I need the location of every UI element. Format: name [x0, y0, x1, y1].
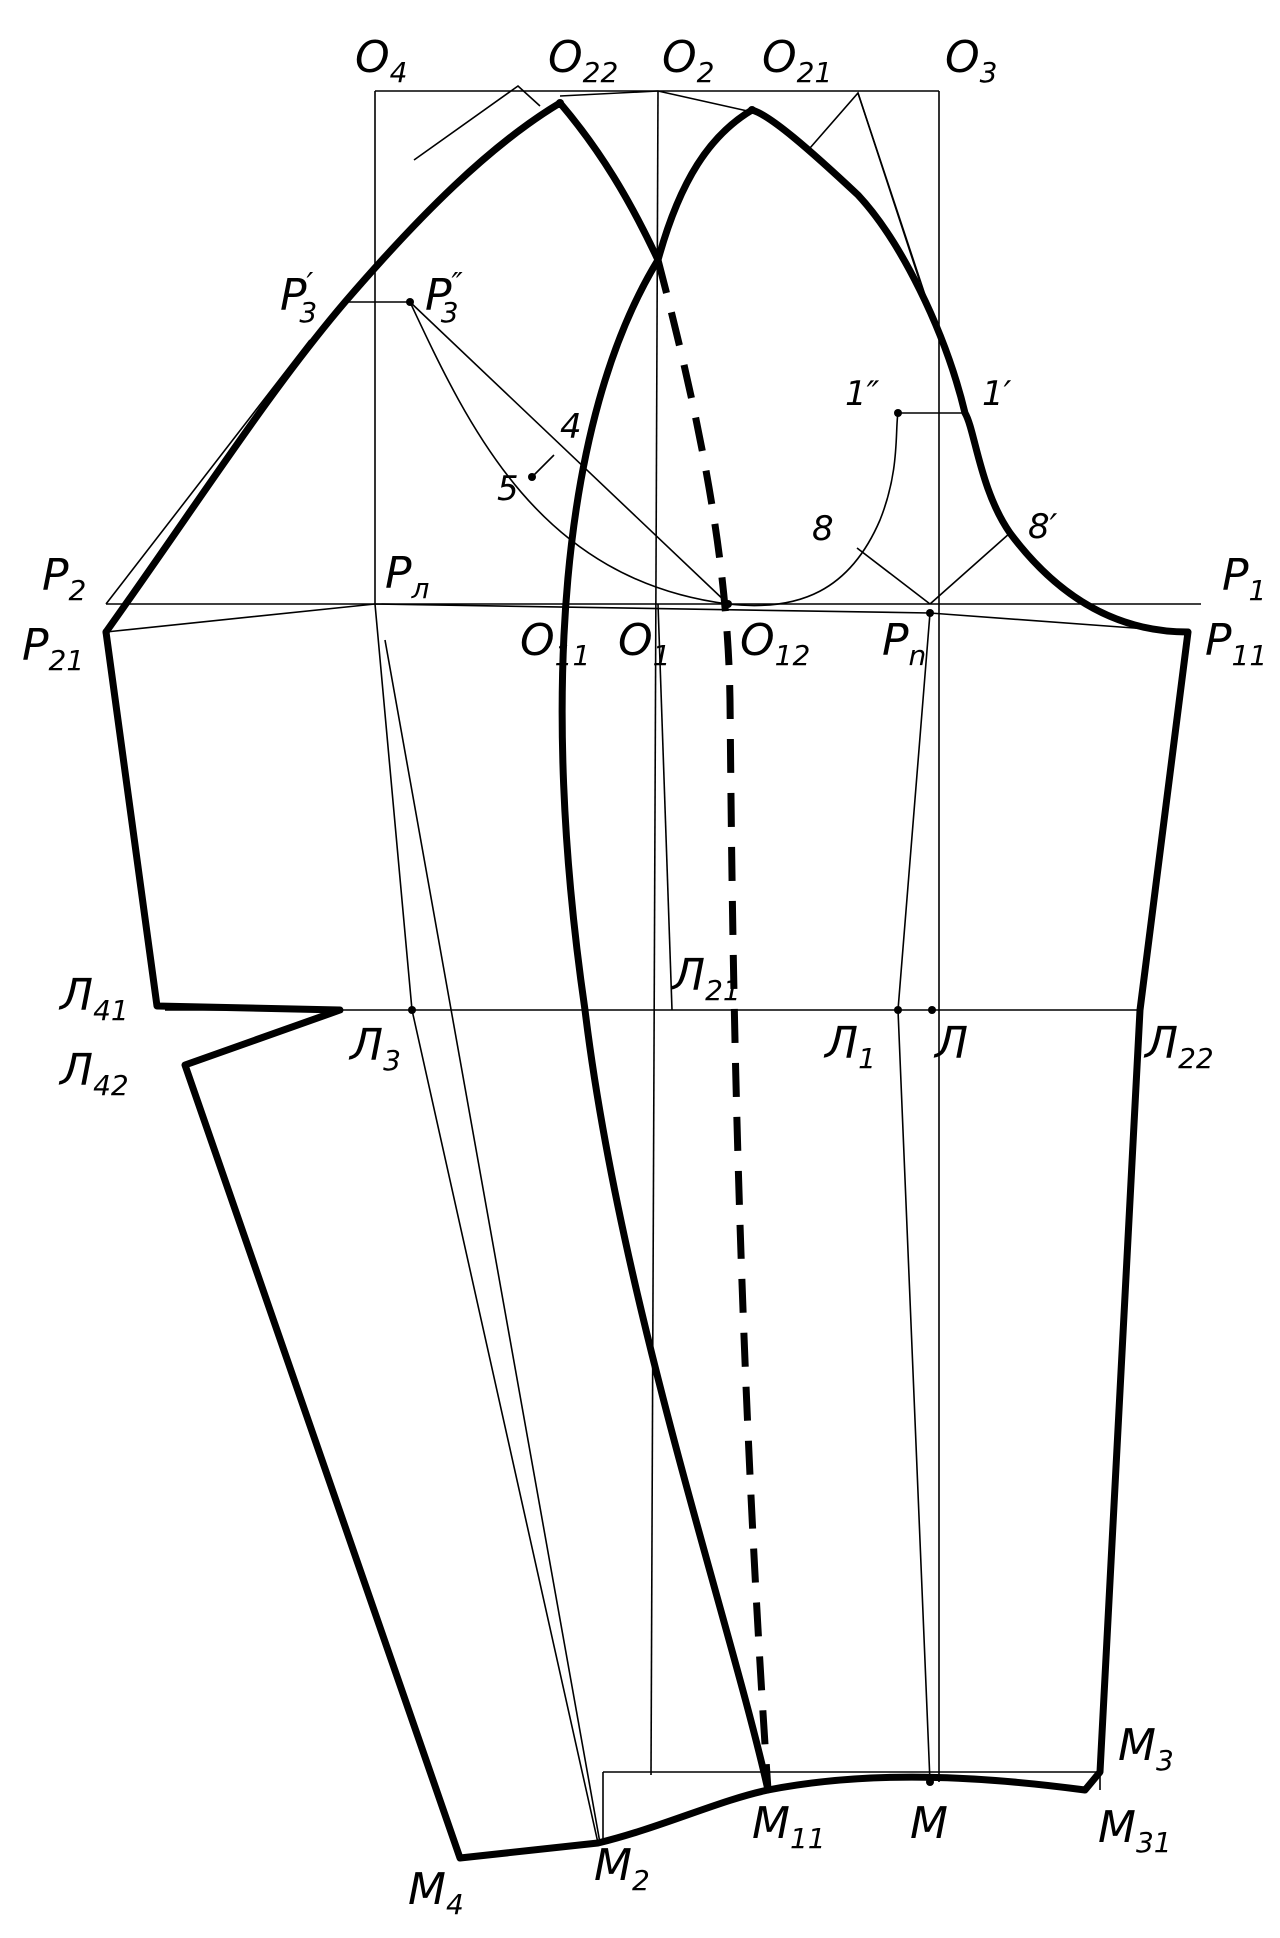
label-l: Л: [933, 1018, 968, 1069]
label-o21: O21: [762, 32, 832, 89]
label-o22: O22: [548, 32, 618, 89]
label-m: M: [910, 1798, 948, 1849]
label-m3: M3: [1118, 1720, 1174, 1777]
line-8p-pn: [929, 532, 1011, 605]
label-p1: P1: [1222, 550, 1266, 607]
line-4-5: [531, 454, 555, 478]
line-8-pn: [856, 547, 931, 605]
label-p21: P21: [22, 620, 84, 677]
upper-sleeve-outline: [102, 99, 1192, 1794]
label-1p: 1′: [982, 374, 1012, 414]
label-pl: Pл: [385, 548, 430, 605]
point-l: [928, 1006, 936, 1014]
point-pn: [926, 609, 934, 617]
label-4: 4: [560, 407, 582, 447]
label-o4: O4: [355, 32, 407, 89]
line-o1-l21: [657, 603, 673, 1011]
sleeve-outlines: [102, 99, 1192, 1862]
line-pl-m2-direct: [384, 639, 601, 1844]
label-o1: O1: [618, 615, 670, 672]
line-p21-p11: [105, 603, 1189, 633]
point-markers: [406, 99, 936, 1786]
label-p11: P11: [1205, 615, 1267, 672]
under-sleeve-outline: [102, 628, 772, 1862]
line-o21-pn: [857, 92, 931, 311]
label-m31: M31: [1098, 1802, 1172, 1859]
label-o11: O11: [520, 615, 590, 672]
label-m2: M2: [594, 1840, 650, 1897]
point-o12: [724, 600, 732, 608]
label-l42: Л42: [58, 1045, 129, 1102]
point-m: [926, 1778, 934, 1786]
line-p3pp-o12: [409, 301, 729, 605]
line-o2-o1-m-axis: [650, 90, 659, 1776]
point-5: [528, 473, 536, 481]
label-5: 5: [497, 469, 519, 509]
label-m11: M11: [752, 1798, 826, 1855]
label-8p: 8′: [1028, 507, 1058, 547]
curve-undersleeve-armhole: [727, 412, 899, 607]
label-p2: P2: [42, 550, 86, 607]
label-l21: Л21: [670, 950, 741, 1007]
label-o3: O3: [945, 32, 997, 89]
line-o22-o2: [559, 90, 659, 97]
label-l41: Л41: [58, 970, 129, 1027]
label-p3pp: P″3: [425, 267, 464, 329]
label-p3p: P′3: [280, 267, 317, 329]
label-l1: Л1: [823, 1018, 876, 1075]
label-l3: Л3: [348, 1020, 401, 1077]
label-1pp: 1″: [845, 374, 880, 414]
construction-lines: [105, 84, 1201, 1844]
label-m4: M4: [408, 1864, 464, 1921]
line-pn-l1-m: [897, 612, 931, 1783]
label-pn: Pn: [882, 615, 926, 672]
curve-p3pp-o12: [409, 301, 729, 605]
label-o12: O12: [740, 615, 810, 672]
point-o21: [748, 106, 756, 114]
point-l1: [894, 1006, 902, 1014]
line-o4-o22: [413, 84, 541, 161]
point-l3: [408, 1006, 416, 1014]
label-l22: Л22: [1143, 1018, 1214, 1075]
line-p2-p3p: [105, 339, 311, 605]
dashed-seam-line: [654, 259, 772, 1791]
line-o2-o21: [657, 90, 753, 113]
label-8: 8: [812, 509, 834, 549]
point-labels: O4 O22 O2 O21 O3 P′3 P″3 4 5 1″ 1′ 8 8′ …: [22, 32, 1267, 1921]
point-o22: [556, 99, 564, 107]
point-1pp: [894, 409, 902, 417]
point-p3pp: [406, 298, 414, 306]
label-o2: O2: [662, 32, 714, 89]
